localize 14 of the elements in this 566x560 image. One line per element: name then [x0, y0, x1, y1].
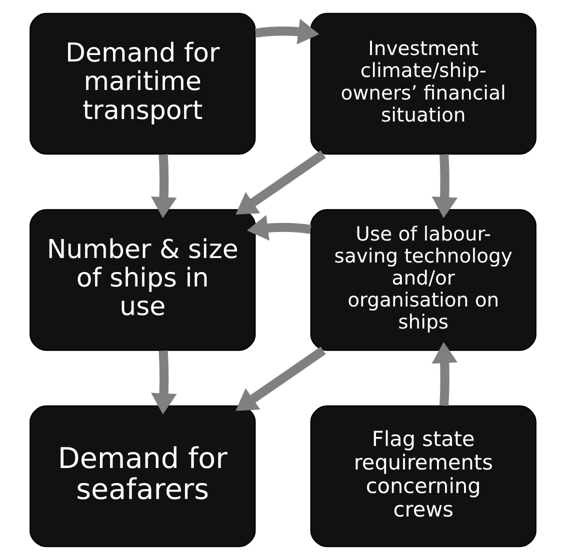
arrow — [432, 154, 458, 218]
node-box: Use of labour-saving technology and/or organisation on ships — [310, 209, 536, 351]
arrow — [254, 18, 320, 44]
arrow — [151, 350, 177, 414]
arrow — [432, 342, 458, 406]
node-box: Flag state requirements concerning crews — [310, 405, 536, 548]
arrow — [246, 215, 312, 241]
node-box: Number & size of ships in use — [30, 209, 256, 351]
arrow — [151, 154, 177, 218]
node-box: Demand for maritime transport — [30, 12, 256, 155]
node-box: Investment climate/ship-owners’ financial situation — [310, 12, 536, 155]
node-box: Demand for seafarers — [30, 405, 256, 548]
arrow — [236, 150, 326, 215]
arrow — [236, 346, 326, 411]
